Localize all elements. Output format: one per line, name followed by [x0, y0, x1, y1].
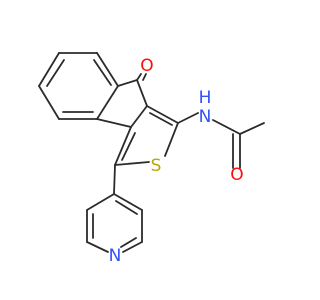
bond	[114, 126, 132, 166]
bond-double-inner	[120, 237, 137, 248]
bond	[113, 164, 116, 195]
bond	[177, 112, 199, 124]
bond	[117, 79, 138, 87]
bond	[239, 122, 265, 135]
bond-double-inner	[115, 200, 138, 215]
bond	[38, 85, 60, 120]
bond	[136, 73, 142, 81]
thiophene-sulfur-label: S	[151, 156, 162, 176]
bond	[164, 122, 179, 157]
bond	[96, 118, 132, 128]
bond	[38, 52, 60, 87]
amide-hydrogen-label: H	[199, 88, 212, 108]
amide-nitrogen-label: N	[199, 107, 212, 127]
bond-lines	[38, 52, 265, 253]
structure-canvas: O N H S O N	[38, 52, 265, 266]
pyridine-nitrogen-label: N	[109, 246, 122, 266]
bond	[136, 79, 148, 107]
bond-double-inner	[142, 73, 147, 81]
bond-double-inner	[46, 59, 65, 87]
bond	[86, 193, 115, 211]
bond	[96, 85, 119, 120]
bond	[212, 119, 241, 135]
bond	[86, 241, 109, 253]
bond	[114, 161, 150, 166]
bond	[122, 241, 143, 253]
bond	[96, 52, 119, 87]
bond-double-inner	[149, 112, 173, 126]
bond-double-inner	[93, 59, 112, 86]
bond	[146, 105, 179, 124]
amide-oxygen-label: O	[230, 165, 243, 185]
bond	[130, 105, 148, 128]
ketone-oxygen-label: O	[140, 56, 153, 76]
bond-double-inner	[121, 132, 136, 161]
bond	[113, 193, 143, 211]
molecule-diagram: O N H S O N	[38, 52, 265, 266]
